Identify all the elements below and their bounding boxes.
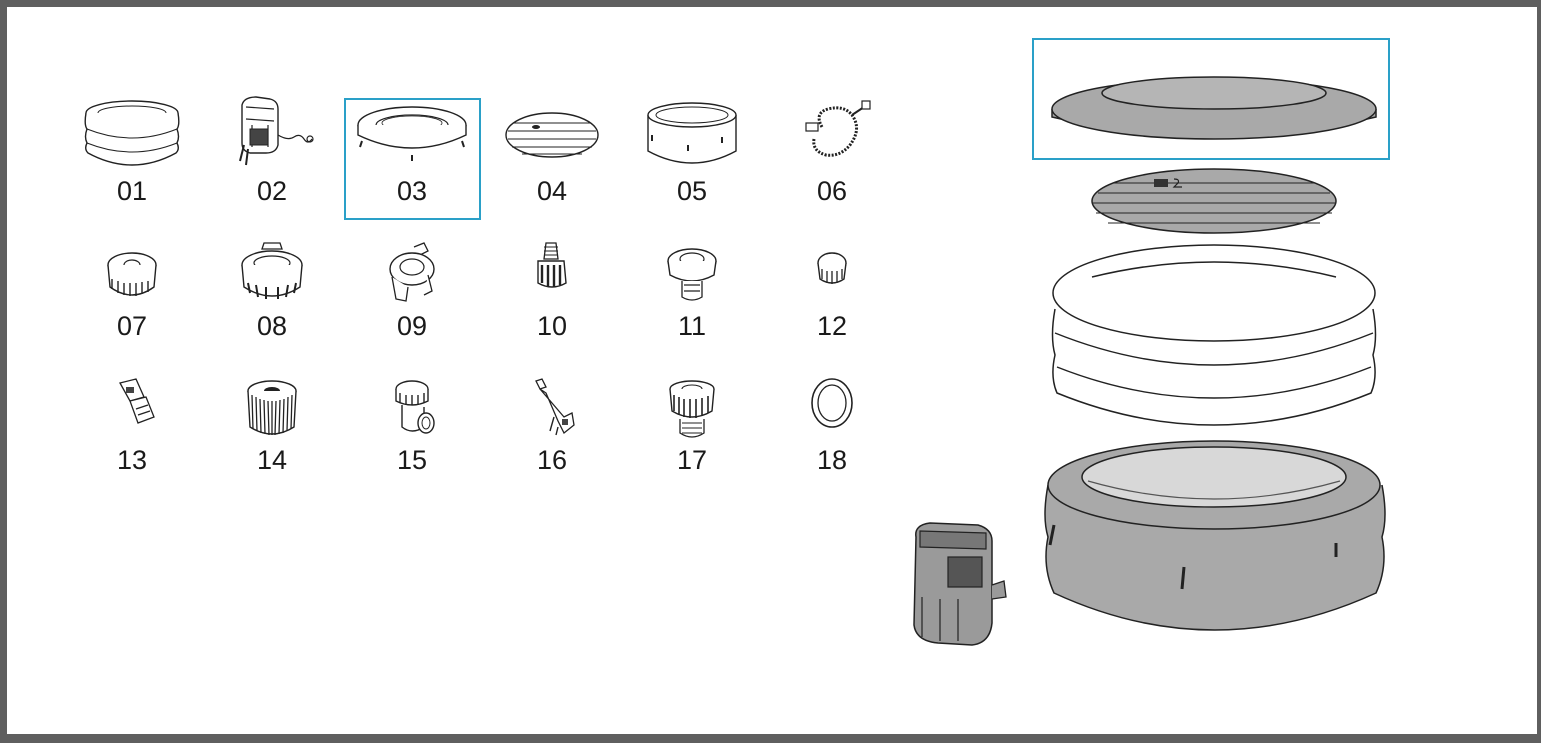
part-number: 05 [676, 176, 708, 206]
part-number: 04 [536, 176, 568, 206]
part-number: 17 [676, 445, 708, 475]
part-17[interactable]: 17 [632, 377, 752, 475]
cover-ring-icon [357, 106, 467, 161]
part-number: 11 [677, 311, 707, 341]
part-number: 12 [816, 311, 848, 341]
part-05[interactable]: 05 [632, 99, 752, 206]
threaded-valve-icon [669, 380, 715, 438]
part-15[interactable]: 15 [352, 377, 472, 475]
filter-housing-icon [395, 380, 435, 434]
diagram-frame: 01 02 03 04 [7, 7, 1537, 734]
hose-adapter-icon [537, 242, 567, 288]
part-12[interactable]: 12 [772, 239, 892, 341]
part-03[interactable]: 03 [352, 97, 472, 206]
drain-cap-icon [107, 252, 157, 296]
tub-body-icon [647, 102, 737, 164]
spa-tub-icon [84, 100, 180, 166]
part-18[interactable]: 18 [772, 377, 892, 475]
pump-icon [913, 522, 1007, 646]
valve-cap-icon [241, 242, 303, 299]
buckle-icon [119, 378, 155, 424]
ground-cloth-icon [505, 112, 599, 158]
part-number: 03 [396, 176, 428, 206]
part-07[interactable]: 07 [72, 239, 192, 341]
part-number: 02 [256, 176, 288, 206]
exploded-assembly-view [913, 76, 1386, 646]
part-number: 13 [116, 445, 148, 475]
part-04[interactable]: 04 [492, 99, 612, 206]
part-13[interactable]: 13 [72, 377, 192, 475]
part-01[interactable]: 01 [72, 97, 192, 206]
filter-cartridge-icon [247, 380, 297, 436]
part-number: 10 [536, 311, 568, 341]
part-06[interactable]: 06 [772, 95, 892, 206]
part-number: 16 [536, 445, 568, 475]
o-ring-icon [811, 378, 853, 428]
selected-cover-highlight [1032, 38, 1390, 160]
part-number: 08 [256, 311, 288, 341]
wrench-icon [535, 378, 575, 436]
tub-base-icon [1044, 440, 1386, 631]
part-number: 06 [816, 176, 848, 206]
part-number: 07 [116, 311, 148, 341]
part-number: 18 [816, 445, 848, 475]
small-cap-icon [817, 252, 847, 284]
air-valve-icon [667, 248, 717, 301]
part-08[interactable]: 08 [212, 239, 332, 341]
part-number: 09 [396, 311, 428, 341]
part-02[interactable]: 02 [212, 95, 332, 206]
part-10[interactable]: 10 [492, 239, 612, 341]
part-number: 14 [256, 445, 288, 475]
cover-icon [1051, 76, 1377, 140]
part-14[interactable]: 14 [212, 377, 332, 475]
part-09[interactable]: 09 [352, 239, 472, 341]
hose-icon [805, 100, 871, 157]
selected-part-highlight [344, 98, 481, 220]
part-11[interactable]: 11 [632, 239, 752, 341]
part-number: 15 [396, 445, 428, 475]
inflatable-wall-icon [1051, 244, 1377, 426]
pump-unit-icon [239, 96, 314, 166]
ground-cloth-icon [1091, 168, 1337, 234]
connector-icon [389, 242, 435, 302]
part-number: 01 [116, 176, 148, 206]
part-16[interactable]: 16 [492, 377, 612, 475]
